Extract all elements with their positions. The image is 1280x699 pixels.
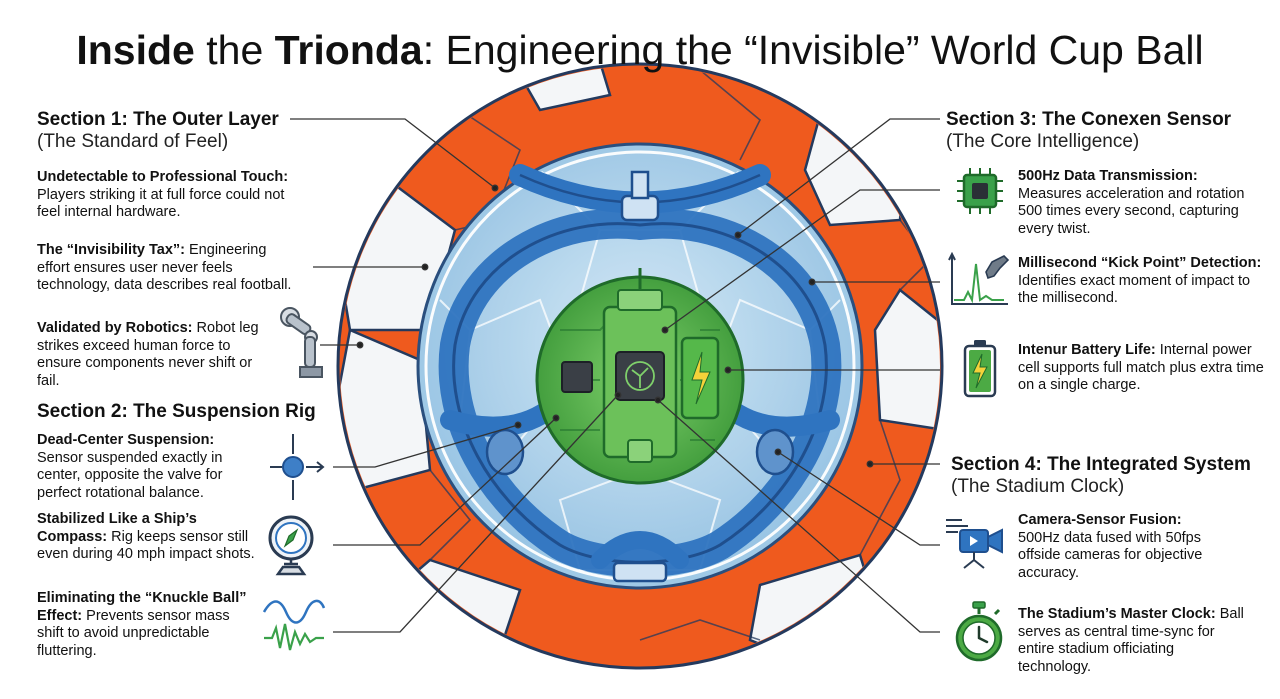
video-camera-icon: [946, 519, 1003, 569]
crosshair-target-icon: [270, 434, 325, 500]
s4-item-camera-fusion: Camera-Sensor Fusion: 500Hz data fused w…: [1018, 512, 1203, 581]
section-1-heading: Section 1: The Outer Layer: [37, 109, 279, 130]
s3-item-battery: Intenur Battery Life: Internal power cel…: [1018, 342, 1264, 393]
s2-item-knuckle: Eliminating the “Knuckle Ball” Effect: P…: [37, 590, 247, 659]
leader-lines: [290, 118, 940, 633]
section-3-heading: Section 3: The Conexen Sensor: [946, 109, 1232, 130]
s1-item-touch: Undetectable to Professional Touch: Play…: [37, 169, 289, 220]
battery-icon: [963, 340, 997, 398]
s1-item-invisibility-tax: The “Invisibility Tax”: Engineering effo…: [37, 242, 292, 293]
section-1-subtitle: (The Standard of Feel): [37, 131, 229, 152]
section-3-subtitle: (The Core Intelligence): [946, 131, 1140, 152]
s2-item-dead-center: Dead-Center Suspension: Sensor suspended…: [37, 432, 223, 501]
microchip-icon: [957, 168, 1003, 214]
compass-icon: [268, 515, 314, 576]
kick-graph-icon: [948, 252, 1010, 305]
page-title: Inside the Trionda: Engineering the “Inv…: [76, 27, 1204, 73]
s4-item-master-clock: The Stadium’s Master Clock: Ball serves …: [1018, 606, 1244, 675]
conexen-sensor-core: [535, 268, 745, 485]
section-4-subtitle: (The Stadium Clock): [951, 476, 1125, 497]
s3-item-kick-point: Millisecond “Kick Point” Detection: Iden…: [1018, 255, 1262, 306]
stopwatch-icon: [955, 601, 1003, 662]
wave-icon: [262, 599, 326, 651]
section-2-heading: Section 2: The Suspension Rig: [37, 401, 316, 422]
robot-leg-icon: [280, 307, 323, 378]
section-4-heading: Section 4: The Integrated System: [951, 454, 1251, 475]
s3-item-500hz: 500Hz Data Transmission: Measures accele…: [1018, 168, 1245, 237]
s2-item-compass: Stabilized Like a Ship’s Compass: Rig ke…: [37, 511, 255, 562]
s1-item-robotics: Validated by Robotics: Robot leg strikes…: [37, 320, 259, 389]
